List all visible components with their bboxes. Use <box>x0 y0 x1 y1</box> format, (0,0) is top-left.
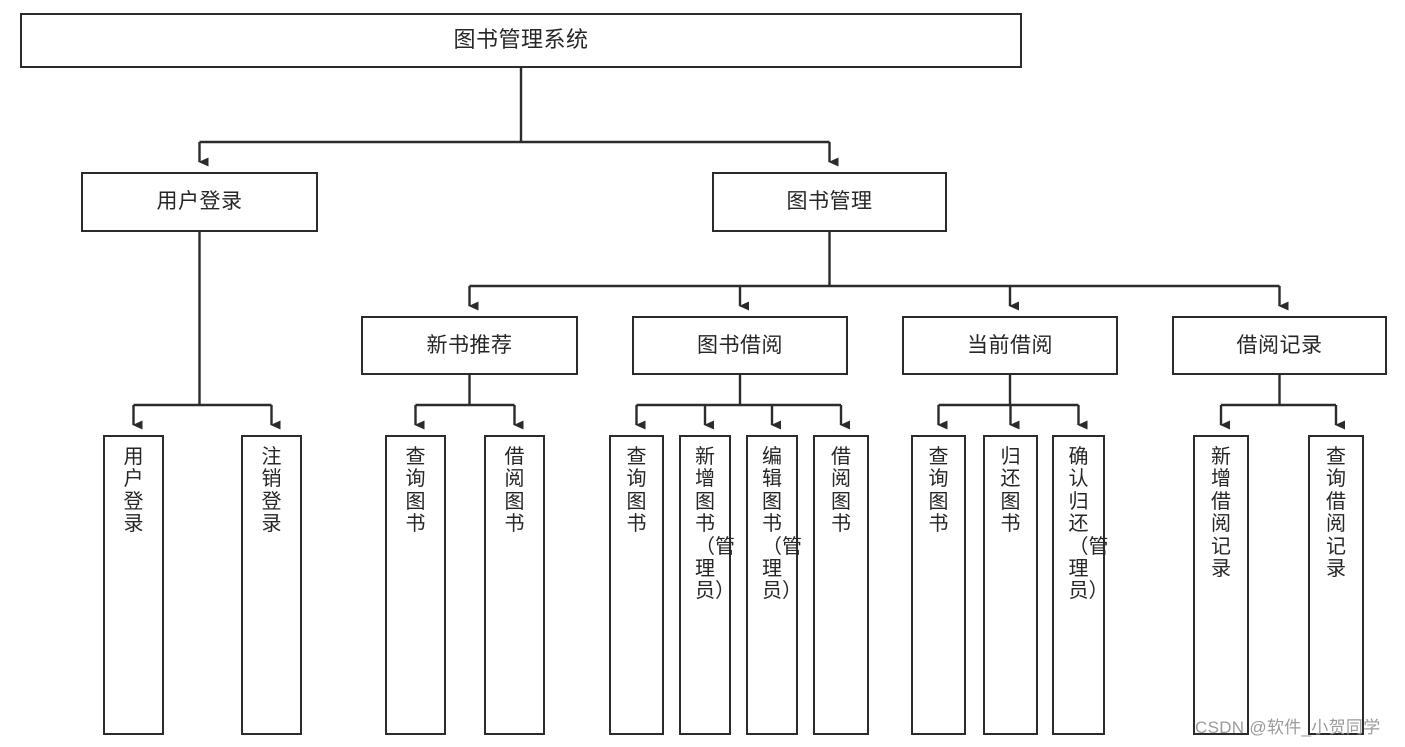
node-root-label: 图书管理系统 <box>453 27 589 53</box>
node-user-login-label: 用户登录 <box>156 190 243 214</box>
node-book-manage-label: 图书管理 <box>786 190 873 214</box>
leaf-leaf-query-book-2-label: 查询图书 <box>626 446 647 536</box>
leaf-leaf-add-book[interactable]: 新增图书（管理员） <box>679 435 735 735</box>
csdn-watermark: CSDN @软件_小贺同学 <box>1195 718 1381 737</box>
node-user-login[interactable]: 用户登录 <box>81 172 318 232</box>
leaf-leaf-user-login-label: 用户登录 <box>123 446 144 536</box>
leaf-leaf-borrow-book-2[interactable]: 借阅图书 <box>813 435 869 735</box>
node-book-manage[interactable]: 图书管理 <box>712 172 947 232</box>
leaf-leaf-add-record-label: 新增借阅记录 <box>1211 446 1231 580</box>
node-root[interactable]: 图书管理系统 <box>20 13 1022 68</box>
leaf-leaf-logout[interactable]: 注销登录 <box>241 435 302 735</box>
node-book-borrow-label: 图书借阅 <box>697 333 783 357</box>
leaf-leaf-borrow-book-2-label: 借阅图书 <box>831 446 851 536</box>
leaf-leaf-query-book-1[interactable]: 查询图书 <box>385 435 446 735</box>
leaf-leaf-query-record[interactable]: 查询借阅记录 <box>1308 435 1364 735</box>
leaf-leaf-edit-book[interactable]: 编辑图书（管理员） <box>746 435 802 735</box>
leaf-leaf-query-book-3-label: 查询图书 <box>928 446 949 536</box>
node-current-borrow-label: 当前借阅 <box>967 333 1053 357</box>
leaf-leaf-add-record[interactable]: 新增借阅记录 <box>1193 435 1249 735</box>
leaf-leaf-query-book-3[interactable]: 查询图书 <box>911 435 966 735</box>
leaf-leaf-user-login[interactable]: 用户登录 <box>103 435 164 735</box>
leaf-leaf-return-book-label: 归还图书 <box>1000 446 1021 536</box>
leaf-leaf-edit-book-label: 编辑图书（管理员） <box>762 446 802 603</box>
leaf-leaf-add-book-label: 新增图书（管理员） <box>695 446 735 603</box>
node-new-book-rec[interactable]: 新书推荐 <box>361 316 578 375</box>
leaf-leaf-query-record-label: 查询借阅记录 <box>1326 446 1346 580</box>
leaf-leaf-confirm-return-label: 确认归还（管理员） <box>1068 446 1109 603</box>
leaf-leaf-logout-label: 注销登录 <box>261 446 282 536</box>
node-new-book-rec-label: 新书推荐 <box>426 333 513 357</box>
leaf-leaf-return-book[interactable]: 归还图书 <box>983 435 1038 735</box>
leaf-leaf-query-book-2[interactable]: 查询图书 <box>609 435 664 735</box>
leaf-leaf-borrow-book-1[interactable]: 借阅图书 <box>484 435 545 735</box>
node-borrow-record[interactable]: 借阅记录 <box>1172 316 1387 375</box>
leaf-leaf-query-book-1-label: 查询图书 <box>405 446 426 536</box>
node-book-borrow[interactable]: 图书借阅 <box>632 316 848 375</box>
node-borrow-record-label: 借阅记录 <box>1236 333 1323 357</box>
leaf-leaf-confirm-return[interactable]: 确认归还（管理员） <box>1052 435 1109 735</box>
leaf-leaf-borrow-book-1-label: 借阅图书 <box>504 446 525 536</box>
node-current-borrow[interactable]: 当前借阅 <box>902 316 1118 375</box>
